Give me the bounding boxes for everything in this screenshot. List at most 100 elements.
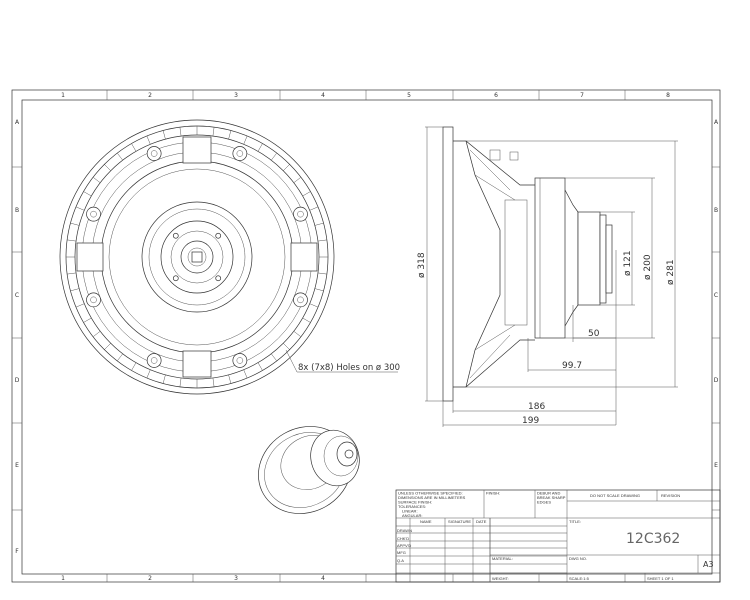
deburr-note: EDGES (537, 500, 551, 505)
hole-note-leader: 8x (7x8) Holes on ø 300 (285, 349, 400, 373)
basket-rib (271, 353, 277, 362)
drawing-title: 12C362 (626, 531, 680, 547)
drawing-frame (11, 89, 721, 583)
row-label: D (714, 377, 719, 384)
basket-rib (131, 362, 137, 371)
mounting-hole (90, 296, 97, 304)
col-label: 4 (321, 575, 325, 582)
hub-screw (215, 232, 222, 239)
basket-rib (243, 369, 248, 379)
dimensions: ø 318 ø 281 ø 200 ø 121 50 99.7 186 199 (417, 126, 678, 427)
row-qa: Q.A (397, 558, 404, 563)
basket-rib (271, 152, 277, 161)
col-label: 5 (407, 92, 411, 99)
basket-spoke (290, 242, 318, 272)
unless-note: ANGULAR: (402, 513, 422, 518)
material-label: MATERIAL: (492, 556, 513, 561)
basket-rib (314, 288, 324, 292)
basket-rib (146, 135, 151, 145)
dim-d121: ø 121 (623, 250, 633, 276)
scale-label: SCALE:1:5 (569, 576, 590, 581)
basket-rib (302, 317, 311, 323)
basket-rib (293, 331, 302, 337)
basket-rib (179, 127, 182, 137)
deburr-note: BREAK SHARP (537, 495, 566, 500)
basket-spoke (182, 136, 212, 164)
basket-rib (243, 135, 248, 145)
dim-d281: ø 281 (666, 259, 676, 285)
basket-rib (117, 152, 123, 161)
row-label: E (714, 462, 718, 469)
hub-screw (215, 275, 222, 282)
col-label: 2 (148, 575, 152, 582)
unless-note: DIMENSIONS ARE IN MILLIMETERS (398, 495, 466, 500)
basket-rib (70, 222, 80, 226)
basket-rib (104, 343, 111, 350)
mounting-hole (293, 292, 308, 308)
unless-note: LINEAR: (402, 509, 418, 514)
dim-99-7: 99.7 (562, 361, 582, 371)
basket-rib (309, 303, 319, 308)
basket-rib (179, 377, 182, 387)
basket-rib (75, 206, 85, 211)
basket-spoke (182, 350, 212, 378)
sheet-label: SHEET 1 OF 1 (647, 576, 674, 581)
basket-rib (212, 377, 215, 387)
mounting-hole (236, 357, 244, 364)
basket-rib (212, 127, 215, 137)
mounting-hole (146, 146, 162, 161)
column-labels-top: 1 2 3 4 5 6 7 8 (61, 92, 670, 99)
row-label: D (15, 377, 20, 384)
do-not-scale: DO NOT SCALE DRAWING (590, 493, 640, 498)
basket-rib (228, 374, 232, 384)
row-chkd: CHK'D (397, 536, 409, 541)
front-view (59, 119, 335, 395)
unless-note: TOLERANCES: (398, 504, 426, 509)
basket-rib (302, 191, 311, 197)
hub-screw (172, 232, 179, 239)
row-label: A (714, 119, 719, 126)
col-label: 4 (321, 92, 325, 99)
dwg-no-label: DWG NO. (569, 556, 587, 561)
basket-rib (92, 177, 101, 183)
weight-label: WEIGHT: (492, 576, 509, 581)
basket-rib (317, 239, 327, 242)
col-label: 6 (494, 92, 498, 99)
basket-rib (257, 143, 263, 152)
basket-rib (146, 369, 151, 379)
mounting-hole (293, 206, 308, 222)
revision-label: REVISION (661, 493, 680, 498)
row-mfg: MFG (397, 550, 406, 555)
col-label: 8 (666, 92, 670, 99)
col-label: 1 (61, 575, 65, 582)
dim-199: 199 (522, 416, 539, 426)
basket-rib (75, 303, 85, 308)
basket-rib (83, 317, 92, 323)
basket-rib (162, 374, 166, 384)
side-view (442, 126, 613, 402)
deburr-note: DEBUR AND (537, 491, 560, 496)
mounting-hole (236, 150, 244, 157)
basket-rib (317, 272, 327, 275)
basket-rib (283, 343, 290, 350)
title-label: TITLE: (569, 519, 581, 524)
row-appvd: APPV'D (397, 543, 411, 548)
col-label: 3 (234, 92, 238, 99)
col-name: NAME (420, 519, 432, 524)
row-label: C (15, 292, 19, 299)
mounting-hole (146, 353, 162, 368)
basket-rib (131, 143, 137, 152)
mounting-hole (297, 210, 304, 218)
col-label: 1 (61, 92, 65, 99)
basket-rib (228, 130, 232, 140)
dim-d200: ø 200 (643, 254, 653, 280)
isometric-view (258, 426, 360, 514)
basket-rib (257, 362, 263, 371)
row-labels-right: A B C D E (714, 119, 719, 469)
row-label: E (15, 462, 19, 469)
mounting-hole (86, 292, 101, 308)
col-signature: SIGNATURE (448, 519, 471, 524)
hub-screw (172, 275, 179, 282)
row-label: B (714, 207, 718, 214)
dim-50: 50 (588, 329, 600, 339)
